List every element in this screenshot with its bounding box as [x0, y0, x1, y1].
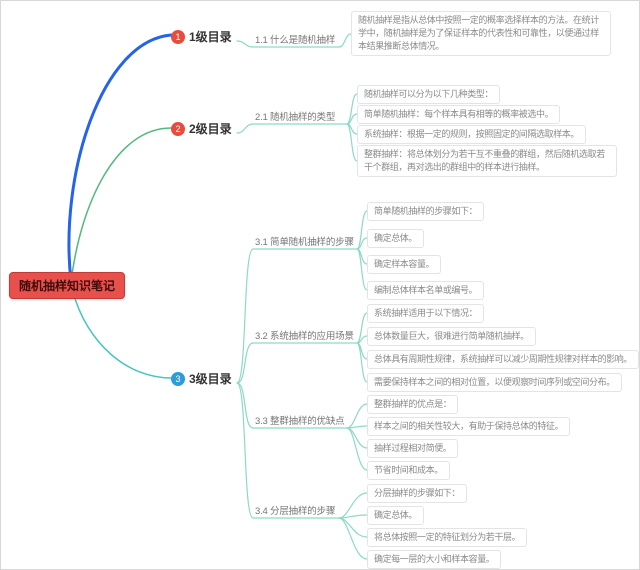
note-node-3-1-b[interactable]: 确定总体。: [367, 229, 425, 248]
note-node-3-1-c[interactable]: 确定样本容量。: [367, 255, 442, 274]
note-node-2-1-d[interactable]: 整群抽样：将总体划分为若干互不重叠的群组，然后随机选取若干个群组，再对选出的群组…: [357, 145, 617, 177]
badge-3-icon: 3: [171, 371, 185, 386]
badge-1-icon: 1: [171, 29, 185, 44]
branch-3-label: 3级目录: [189, 372, 232, 386]
topic-node-2-1[interactable]: 2.1 随机抽样的类型: [255, 112, 336, 123]
topic-node-3-2[interactable]: 3.2 系统抽样的应用场景: [255, 331, 354, 342]
note-node-3-2-d[interactable]: 需要保持样本之间的相对位置，以便观察时间序列或空间分布。: [367, 373, 622, 392]
branch-node-level3[interactable]: 3 3级目录: [171, 370, 232, 387]
note-node-3-3-d[interactable]: 节省时间和成本。: [367, 461, 450, 480]
note-node-2-1-c[interactable]: 系统抽样：根据一定的规则，按照固定的间隔选取样本。: [357, 125, 587, 144]
note-node-3-4-a[interactable]: 分层抽样的步骤如下：: [367, 484, 468, 503]
topic-node-3-3[interactable]: 3.3 整群抽样的优缺点: [255, 416, 345, 427]
note-node-3-4-c[interactable]: 将总体按照一定的特征划分为若干层。: [367, 528, 528, 547]
note-node-3-1-d[interactable]: 编制总体样本名单或编号。: [367, 281, 485, 300]
note-node-3-2-c[interactable]: 总体具有周期性规律，系统抽样可以减少周期性规律对样本的影响。: [367, 350, 639, 369]
note-node-3-3-c[interactable]: 抽样过程相对简便。: [367, 439, 459, 458]
note-node-3-4-d[interactable]: 确定每一层的大小和样本容量。: [367, 550, 502, 569]
note-node-1-1-a[interactable]: 随机抽样是指从总体中按照一定的概率选择样本的方法。在统计学中，随机抽样是为了保证…: [351, 11, 611, 56]
note-node-3-4-b[interactable]: 确定总体。: [367, 506, 425, 525]
note-node-3-2-b[interactable]: 总体数量巨大，很难进行简单随机抽样。: [367, 327, 536, 346]
note-node-3-3-a[interactable]: 整群抽样的优点是：: [367, 395, 459, 414]
note-node-2-1-a[interactable]: 随机抽样可以分为以下几种类型：: [357, 85, 501, 104]
note-node-2-1-b[interactable]: 简单随机抽样：每个样本具有相等的概率被选中。: [357, 105, 561, 124]
note-node-3-1-a[interactable]: 简单随机抽样的步骤如下：: [367, 202, 485, 221]
badge-2-icon: 2: [171, 121, 185, 136]
branch-node-level1[interactable]: 1 1级目录: [171, 28, 232, 45]
note-node-3-2-a[interactable]: 系统抽样适用于以下情况：: [367, 304, 485, 323]
note-node-3-3-b[interactable]: 样本之间的相关性较大，有助于保持总体的特征。: [367, 417, 571, 436]
topic-node-1-1[interactable]: 1.1 什么是随机抽样: [255, 35, 336, 46]
branch-2-label: 2级目录: [189, 122, 232, 136]
branch-1-label: 1级目录: [189, 30, 232, 44]
topic-node-3-1[interactable]: 3.1 简单随机抽样的步骤: [255, 237, 354, 248]
topic-node-3-4[interactable]: 3.4 分层抽样的步骤: [255, 506, 336, 517]
branch-node-level2[interactable]: 2 2级目录: [171, 120, 232, 137]
root-node[interactable]: 随机抽样知识笔记: [9, 272, 126, 299]
